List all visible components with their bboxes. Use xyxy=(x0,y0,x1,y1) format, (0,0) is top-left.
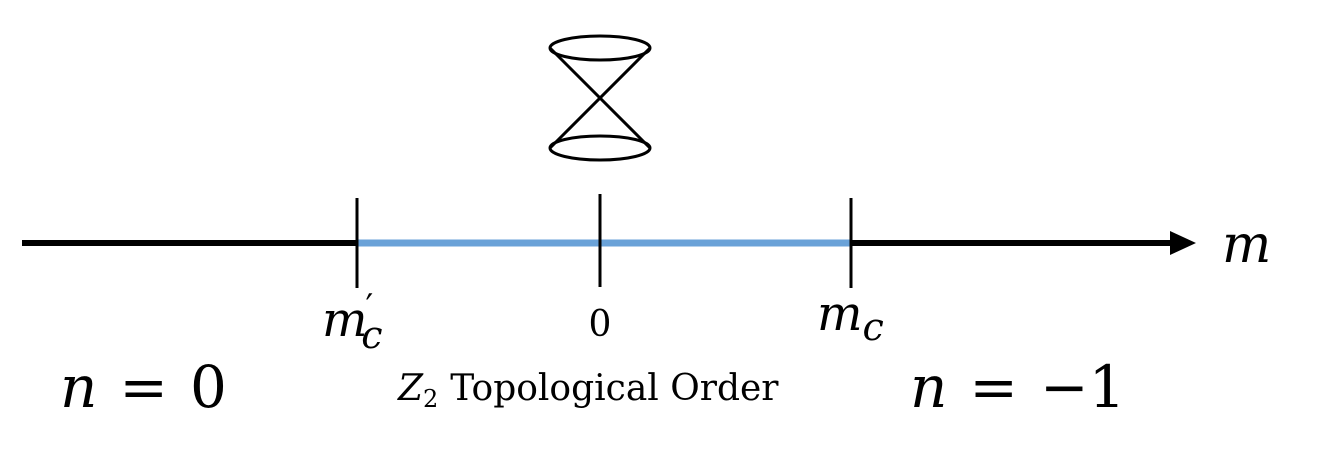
parameter-axis xyxy=(22,231,1196,255)
phase-label-left: n=0 xyxy=(60,353,227,421)
tick-label-center: 0 xyxy=(589,304,612,345)
axis-arrowhead xyxy=(1170,231,1196,255)
tick-label-left: m′c xyxy=(322,287,383,357)
dirac-cone-icon xyxy=(548,34,652,162)
tick-label-right: mc xyxy=(817,286,884,349)
phase-label-right: n=−1 xyxy=(910,353,1125,421)
axis-variable-label: m xyxy=(1222,215,1271,275)
